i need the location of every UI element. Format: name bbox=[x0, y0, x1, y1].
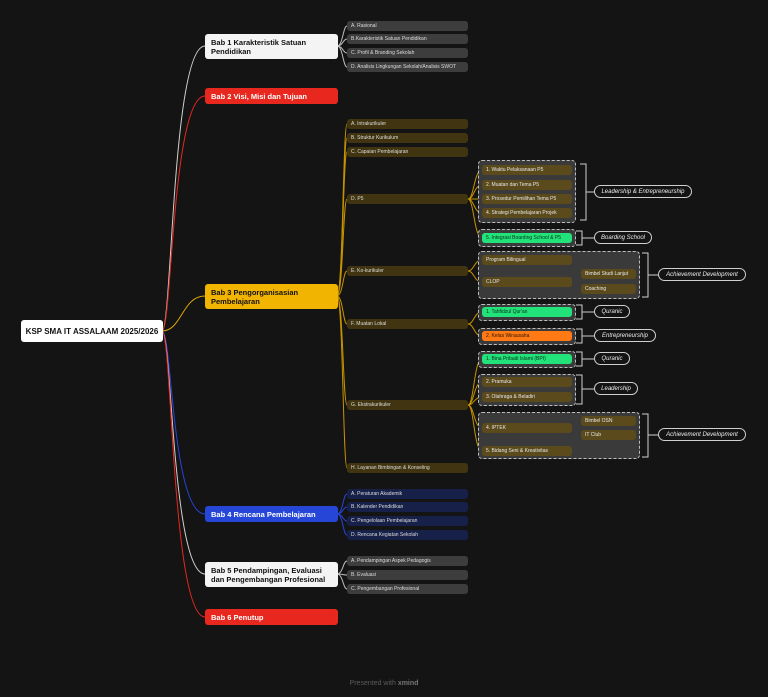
label-achievement-development-1[interactable]: Achievement Development bbox=[658, 268, 746, 281]
olahraga-topic[interactable]: 3. Olahraga & Beladiri bbox=[482, 392, 572, 402]
bab5-item-b[interactable]: B. Evaluasi bbox=[347, 570, 468, 580]
footer-credit: Presented with xmind bbox=[0, 680, 768, 687]
link-bab2 bbox=[161, 95, 206, 332]
p5-item-1[interactable]: 1. Waktu Pelaksanaan P5 bbox=[482, 165, 572, 175]
link-bab4 bbox=[161, 330, 206, 515]
bab2-topic[interactable]: Bab 2 Visi, Misi dan Tujuan bbox=[205, 88, 338, 104]
link-bab5 bbox=[161, 330, 206, 575]
pramuka-topic[interactable]: 2. Pramuka bbox=[482, 377, 572, 387]
bab5-item-c[interactable]: C. Pengembangan Profesional bbox=[347, 584, 468, 594]
program-bilingual[interactable]: Program Bilingual bbox=[482, 255, 572, 265]
label-quranic-1[interactable]: Quranic bbox=[594, 305, 630, 318]
seni-kreativitas-topic[interactable]: 5. Bidang Seni & Kreativitas bbox=[482, 446, 572, 456]
p5-item-5[interactable]: 5. Integrasi Boarding School & P5 bbox=[482, 233, 572, 243]
bab3-item-h[interactable]: H. Layanan Bimbingan & Konseling bbox=[347, 463, 468, 473]
label-leadership[interactable]: Leadership bbox=[594, 382, 638, 395]
bab1-item-a[interactable]: A. Rasional bbox=[347, 21, 468, 31]
bab3-item-d[interactable]: D. P5 bbox=[347, 194, 468, 204]
bab3-item-e[interactable]: E. Ko-kurikuler bbox=[347, 266, 468, 276]
bimbel-osn-topic[interactable]: Bimbel OSN bbox=[581, 416, 636, 426]
root-topic[interactable]: KSP SMA IT ASSALAAM 2025/2026 bbox=[21, 320, 163, 342]
link-bab1 bbox=[161, 45, 206, 332]
tahfidz-topic[interactable]: 1. Tahfidzul Qur'an bbox=[482, 307, 572, 317]
p5-item-4[interactable]: 4. Strategi Pembelajaran Projek bbox=[482, 208, 572, 218]
link-bab6 bbox=[161, 330, 206, 618]
bab3-item-g[interactable]: G. Ekstrakurikuler bbox=[347, 400, 468, 410]
bab4-topic[interactable]: Bab 4 Rencana Pembelajaran bbox=[205, 506, 338, 522]
bab6-topic[interactable]: Bab 6 Penutup bbox=[205, 609, 338, 625]
kelas-wirausaha-topic[interactable]: 2. Kelas Wirausaha bbox=[482, 331, 572, 341]
footer-brand[interactable]: xmind bbox=[397, 680, 419, 687]
bab5-topic[interactable]: Bab 5 Pendampingan, Evaluasi dan Pengemb… bbox=[205, 562, 338, 587]
link-bab3 bbox=[161, 295, 206, 332]
iptek-topic[interactable]: 4. IPTEK bbox=[482, 423, 572, 433]
bab3-item-b[interactable]: B. Struktur Kurikulum bbox=[347, 133, 468, 143]
coaching-topic[interactable]: Coaching bbox=[581, 284, 636, 294]
bab1-item-c[interactable]: C. Profil & Branding Sekolah bbox=[347, 48, 468, 58]
label-quranic-2[interactable]: Quranic bbox=[594, 352, 630, 365]
bab3-item-f[interactable]: F. Muatan Lokal bbox=[347, 319, 468, 329]
bab3-topic[interactable]: Bab 3 Pengorganisasian Pembelajaran bbox=[205, 284, 338, 309]
clop-topic[interactable]: CLOP bbox=[482, 277, 572, 287]
bab1-item-d[interactable]: D. Analisis Lingkungan Sekolah/Analisis … bbox=[347, 62, 468, 72]
label-boarding-school[interactable]: Boarding School bbox=[594, 231, 652, 244]
label-achievement-development-2[interactable]: Achievement Development bbox=[658, 428, 746, 441]
p5-item-3[interactable]: 3. Prosedur Pemilihan Tema P5 bbox=[482, 194, 572, 204]
label-leadership-entrepreneurship[interactable]: Leadership & Entrepreneurship bbox=[594, 185, 692, 198]
bab1-item-b[interactable]: B.Karakteristik Satuan Pendidikan bbox=[347, 34, 468, 44]
footer-prefix: Presented with bbox=[349, 680, 396, 687]
bab4-item-d[interactable]: D. Rencana Kegiatan Sekolah bbox=[347, 530, 468, 540]
bab4-item-a[interactable]: A. Peraturan Akademik bbox=[347, 489, 468, 499]
it-club-topic[interactable]: IT Club bbox=[581, 430, 636, 440]
bab3-item-a[interactable]: A. Intrakurikuler bbox=[347, 119, 468, 129]
bimbel-studi-lanjut[interactable]: Bimbel Studi Lanjut bbox=[581, 269, 636, 279]
label-entrepreneurship[interactable]: Entrepreneurship bbox=[594, 329, 656, 342]
bab3-item-c[interactable]: C. Capaian Pembelajaran bbox=[347, 147, 468, 157]
bpi-topic[interactable]: 1. Bina Pribadi Islami (BPI) bbox=[482, 354, 572, 364]
bab1-topic[interactable]: Bab 1 Karakteristik Satuan Pendidikan bbox=[205, 34, 338, 59]
bab4-item-c[interactable]: C. Pengelolaan Pembelajaran bbox=[347, 516, 468, 526]
p5-item-2[interactable]: 2. Muatan dan Tema P5 bbox=[482, 180, 572, 190]
bab5-item-a[interactable]: A. Pendampingan Aspek Pedagogis bbox=[347, 556, 468, 566]
bab4-item-b[interactable]: B. Kalender Pendidikan bbox=[347, 502, 468, 512]
